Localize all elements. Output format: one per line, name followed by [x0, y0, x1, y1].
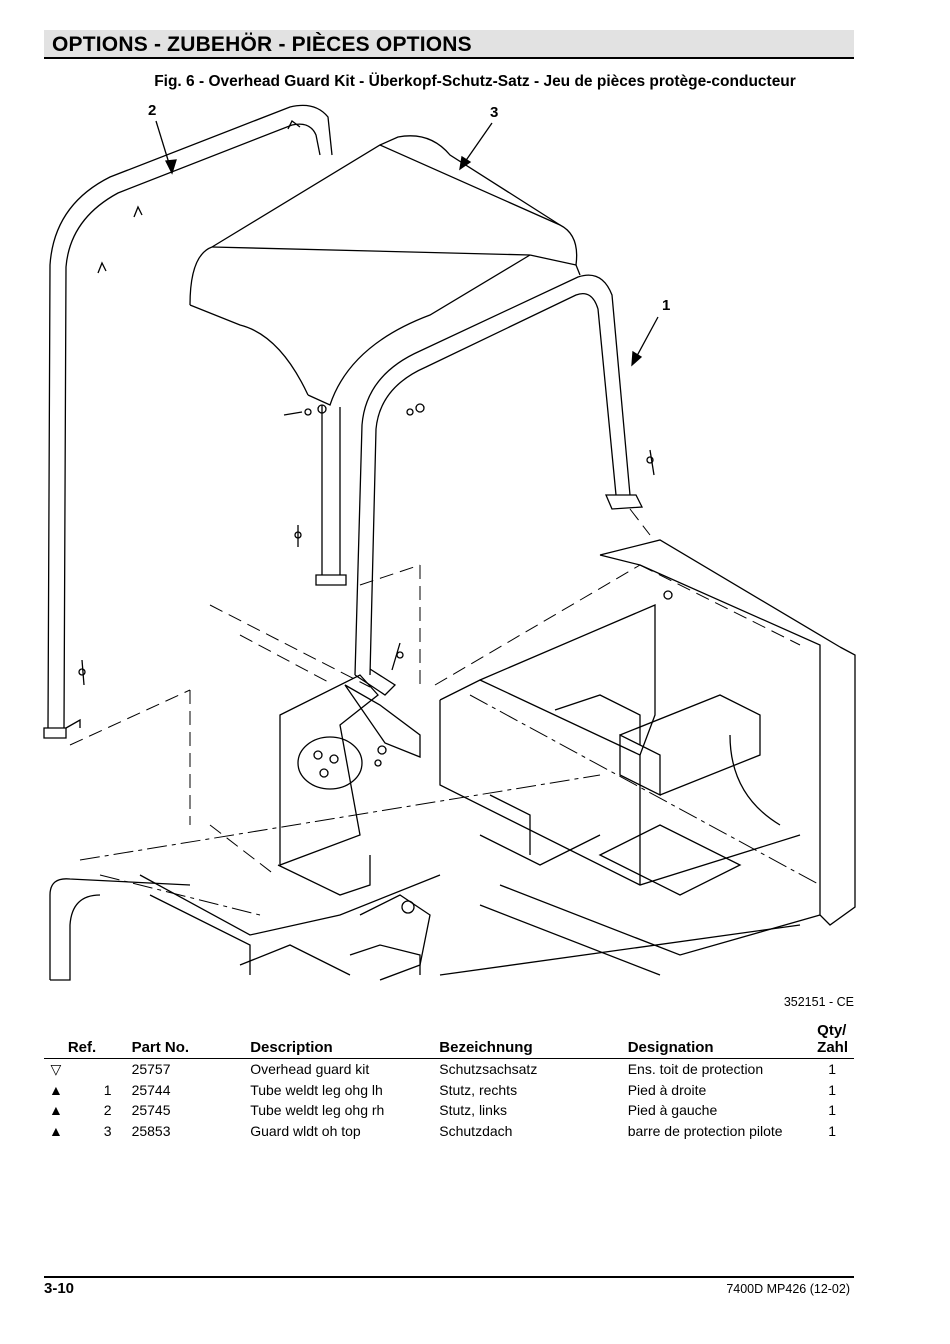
qty-header-line2: Zahl [817, 1039, 848, 1056]
document-code: 7400D MP426 (12-02) [726, 1282, 850, 1296]
callout-leader-3 [459, 122, 493, 171]
part-no-header: Part No. [131, 1022, 251, 1059]
exploded-parts-diagram: 2 3 1 [43, 102, 856, 981]
parts-table-header: Ref. Part No. Description Bezeichnung De… [44, 1022, 854, 1059]
row-qty: 1 [828, 1081, 836, 1098]
row-ref: 2 [103, 1102, 112, 1119]
alignment-lines [69, 508, 801, 876]
overhead-guard-top [189, 135, 581, 586]
row-description: Tube weldt leg ohg rh [250, 1102, 385, 1119]
row-bezeichnung: Schutzsachsatz [439, 1061, 538, 1078]
page-number: 3-10 [44, 1280, 75, 1297]
row-bezeichnung: Schutzdach [439, 1122, 513, 1139]
row-bezeichnung: Stutz, links [439, 1102, 507, 1119]
callout-leader-2 [155, 120, 177, 175]
row-designation: Pied à gauche [627, 1102, 718, 1119]
row-description: Overhead guard kit [250, 1061, 370, 1078]
row-marker: ▲ [48, 1081, 63, 1098]
section-header-bar: OPTIONS - ZUBEHÖR - PIÈCES OPTIONS [44, 30, 854, 59]
row-description: Tube weldt leg ohg lh [250, 1081, 383, 1098]
parts-table: Ref. Part No. Description Bezeichnung De… [44, 1022, 854, 1141]
row-part-no: 25757 [131, 1061, 171, 1078]
row-marker: ▽ [50, 1061, 62, 1078]
figure-number: 352151 - CE [783, 995, 854, 1009]
row-description: Guard wldt oh top [250, 1122, 361, 1139]
row-part-no: 25744 [131, 1081, 171, 1098]
ref-header: Ref. [67, 1022, 132, 1059]
bolts-and-washers [78, 403, 673, 767]
row-qty: 1 [828, 1122, 836, 1139]
row-bezeichnung: Stutz, rechts [439, 1081, 518, 1098]
callout-3: 3 [490, 104, 498, 121]
front-leg-tube [354, 274, 644, 696]
figure-title: Fig. 6 - Overhead Guard Kit - Überkopf-S… [154, 73, 796, 90]
bezeichnung-header: Bezeichnung [439, 1022, 628, 1059]
footer-rule [44, 1276, 854, 1278]
row-designation: Pied à droite [627, 1081, 707, 1098]
row-marker: ▲ [48, 1102, 63, 1119]
row-ref: 1 [103, 1081, 112, 1098]
chassis-frame [49, 539, 856, 981]
description-header: Description [250, 1022, 440, 1059]
row-designation: Ens. toit de protection [627, 1061, 764, 1078]
row-part-no: 25853 [131, 1122, 171, 1139]
qty-header-line1: Qty/ [817, 1022, 847, 1039]
callout-1: 1 [662, 297, 670, 314]
row-designation: barre de protection pilote [627, 1122, 783, 1139]
row-qty: 1 [828, 1061, 836, 1078]
floor-outline [79, 694, 821, 916]
section-title: OPTIONS - ZUBEHÖR - PIÈCES OPTIONS [52, 33, 472, 56]
table-row: ▲ 1 25744 Tube weldt leg ohg lh Stutz, r… [44, 1080, 854, 1101]
row-part-no: 25745 [131, 1102, 171, 1119]
callout-leader-1 [631, 316, 659, 367]
row-qty: 1 [828, 1102, 836, 1119]
rear-leg-tube [43, 104, 333, 739]
callout-2: 2 [148, 102, 156, 119]
row-ref: 3 [103, 1122, 112, 1139]
table-row: ▲ 3 25853 Guard wldt oh top Schutzdach b… [44, 1121, 854, 1142]
table-row: ▲ 2 25745 Tube weldt leg ohg rh Stutz, l… [44, 1100, 854, 1121]
row-marker: ▲ [48, 1122, 63, 1139]
designation-header: Designation [627, 1022, 818, 1059]
table-row: ▽ 25757 Overhead guard kit Schutzsachsat… [44, 1059, 854, 1080]
qty-header: Qty/ Zahl [817, 1022, 854, 1059]
row-ref [68, 1059, 132, 1080]
marker-header [44, 1022, 68, 1059]
